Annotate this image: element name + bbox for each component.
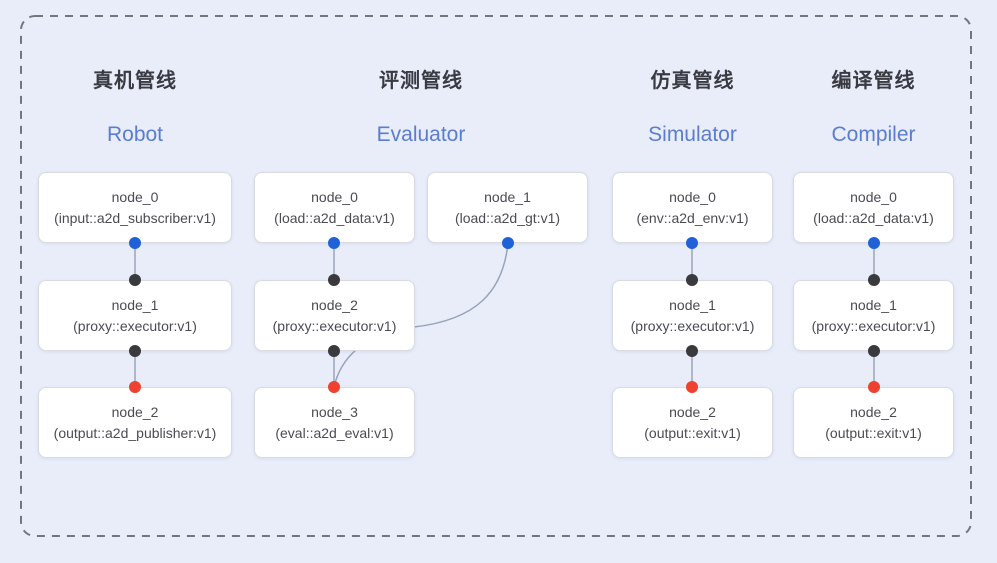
node-name: node_1	[484, 188, 531, 205]
pipeline-title-en-robot: Robot	[106, 123, 164, 146]
pipeline-title-zh-compiler: 编译管线	[831, 70, 916, 92]
node-name: node_1	[850, 296, 897, 313]
pipeline-title-zh-evaluator: 评测管线	[379, 70, 463, 92]
node-spec: (proxy::executor:v1)	[630, 317, 755, 334]
node-name: node_0	[111, 188, 159, 205]
output-port-dot-dark	[328, 345, 340, 357]
pipeline-title-zh-simulator: 仿真管线	[650, 70, 735, 92]
pipeline-title-zh-robot: 真机管线	[93, 70, 177, 92]
node-card-evaluator-node_2: node_2 (proxy::executor:v1)	[254, 280, 415, 351]
node-name: node_0	[311, 188, 358, 205]
node-card-robot-node_0: node_0 (input::a2d_subscriber:v1)	[38, 172, 232, 243]
output-port-dot	[686, 237, 698, 249]
node-spec: (proxy::executor:v1)	[272, 317, 397, 334]
node-spec: (load::a2d_gt:v1)	[454, 209, 561, 226]
output-port-dot	[328, 237, 340, 249]
pipeline-title-en-compiler: Compiler	[831, 123, 916, 146]
node-spec: (input::a2d_subscriber:v1)	[54, 209, 216, 226]
pipeline-title-en-simulator: Simulator	[648, 123, 737, 146]
node-card-compiler-node_1: node_1 (proxy::executor:v1)	[793, 280, 954, 351]
pipeline-title-en-evaluator: Evaluator	[376, 123, 466, 146]
node-card-evaluator-node_3: node_3 (eval::a2d_eval:v1)	[254, 387, 415, 458]
output-port-dot-dark	[868, 345, 880, 357]
node-spec: (proxy::executor:v1)	[811, 317, 936, 334]
node-spec: (proxy::executor:v1)	[73, 317, 197, 334]
input-port-dot	[328, 274, 340, 286]
output-port-dot	[502, 237, 514, 249]
node-spec: (output::exit:v1)	[644, 424, 741, 441]
node-card-simulator-node_2: node_2 (output::exit:v1)	[612, 387, 773, 458]
final-input-port-dot	[129, 381, 141, 393]
node-name: node_0	[850, 188, 897, 205]
node-name: node_2	[111, 403, 159, 420]
node-spec: (output::a2d_publisher:v1)	[53, 424, 217, 441]
node-spec: (load::a2d_data:v1)	[274, 209, 395, 226]
output-port-dot	[129, 237, 141, 249]
node-card-robot-node_2: node_2 (output::a2d_publisher:v1)	[38, 387, 232, 458]
node-card-compiler-node_2: node_2 (output::exit:v1)	[793, 387, 954, 458]
input-port-dot	[129, 274, 141, 286]
node-name: node_0	[669, 188, 716, 205]
final-input-port-dot	[686, 381, 698, 393]
node-card-simulator-node_0: node_0 (env::a2d_env:v1)	[612, 172, 773, 243]
output-port-dot-dark	[686, 345, 698, 357]
input-port-dot	[868, 274, 880, 286]
node-name: node_2	[850, 403, 897, 420]
final-input-port-dot	[328, 381, 340, 393]
output-port-dot-dark	[129, 345, 141, 357]
node-name: node_1	[669, 296, 716, 313]
node-name: node_1	[111, 296, 159, 313]
node-card-robot-node_1: node_1 (proxy::executor:v1)	[38, 280, 232, 351]
node-spec: (load::a2d_data:v1)	[813, 209, 934, 226]
node-name: node_3	[311, 403, 358, 420]
node-card-evaluator-node_0: node_0 (load::a2d_data:v1)	[254, 172, 415, 243]
node-spec: (env::a2d_env:v1)	[636, 209, 749, 226]
node-name: node_2	[311, 296, 358, 313]
node-spec: (eval::a2d_eval:v1)	[275, 424, 394, 441]
node-spec: (output::exit:v1)	[825, 424, 922, 441]
dashed-frame	[20, 15, 972, 537]
node-card-evaluator-node_1: node_1 (load::a2d_gt:v1)	[427, 172, 588, 243]
output-port-dot	[868, 237, 880, 249]
input-port-dot	[686, 274, 698, 286]
node-card-compiler-node_0: node_0 (load::a2d_data:v1)	[793, 172, 954, 243]
node-card-simulator-node_1: node_1 (proxy::executor:v1)	[612, 280, 773, 351]
node-name: node_2	[669, 403, 716, 420]
final-input-port-dot	[868, 381, 880, 393]
